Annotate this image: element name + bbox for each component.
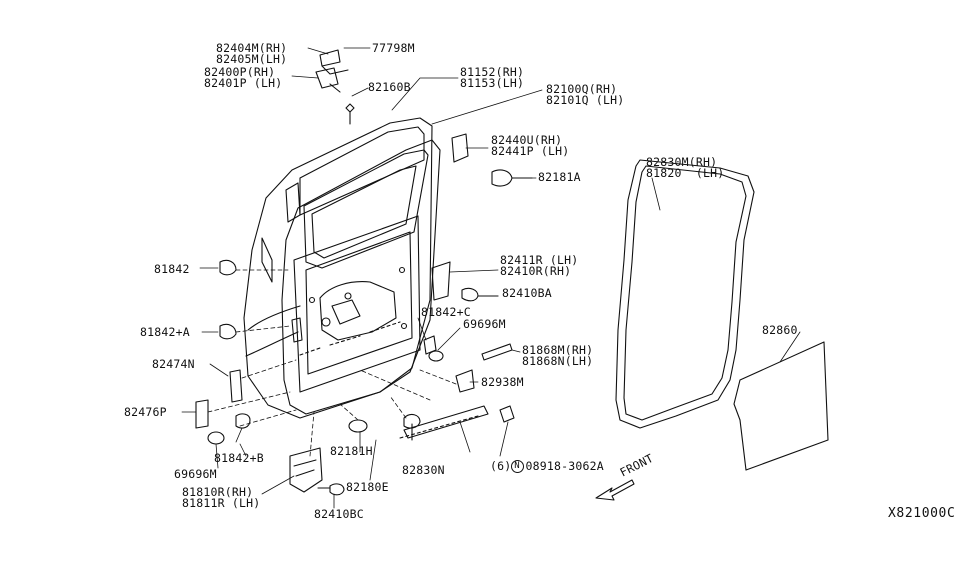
part-illustrations [195, 49, 533, 496]
label-82405m: 82405M(LH) [216, 52, 288, 66]
label-82180e: 82180E [346, 480, 389, 494]
label-82181h: 82181H [330, 444, 373, 458]
label-81868n: 81868N(LH) [522, 354, 594, 368]
label-81811r: 81811R (LH) [182, 496, 261, 510]
label-81842-a: 81842+A [140, 325, 190, 339]
door-inner-frame-illustration [281, 139, 441, 415]
label-81842-b: 81842+B [214, 451, 264, 465]
label-82830n: 82830N [402, 463, 445, 477]
label-81868m: 81868M(RH) [522, 343, 594, 357]
label-82410bc: 82410BC [314, 507, 364, 521]
diagram-id: X821000C [888, 506, 956, 521]
label-82101q: 82101Q (LH) [546, 93, 625, 107]
label-81842-c: 81842+C [421, 305, 471, 319]
label-08918-quantity: (6) [490, 459, 512, 473]
label-82181a: 82181A [538, 170, 581, 184]
door-outer-panel-illustration [243, 117, 433, 419]
label-82474n: 82474N [152, 357, 195, 371]
leader-lines [181, 47, 801, 509]
label-82404m: 82404M(RH) [216, 41, 288, 55]
label-82441p: 82441P (LH) [491, 144, 570, 158]
label-82860: 82860 [762, 323, 798, 337]
label-08918-code: 08918-3062A [525, 459, 604, 473]
front-arrow-icon [595, 479, 635, 501]
label-69696m-lower: 69696M [174, 467, 217, 481]
label-81820: 81820 (LH) [646, 166, 725, 180]
weatherstrip-illustration [615, 159, 755, 429]
label-82400p: 82400P(RH) [204, 65, 276, 79]
trim-board-illustration [733, 341, 829, 471]
label-82440u: 82440U(RH) [491, 133, 563, 147]
label-82411r: 82411R (LH) [500, 253, 579, 267]
label-81810r: 81810R(RH) [182, 485, 254, 499]
label-82401p: 82401P (LH) [204, 76, 283, 90]
label-82160b: 82160B [368, 80, 411, 94]
label-82410ba: 82410BA [502, 286, 552, 300]
label-81152: 81152(RH) [460, 65, 525, 79]
label-77798m: 77798M [372, 41, 415, 55]
label-82938m: 82938M [481, 375, 524, 389]
label-82476p: 82476P [124, 405, 167, 419]
label-82100q: 82100Q(RH) [546, 82, 618, 96]
label-82410r: 82410R(RH) [500, 264, 572, 278]
circled-letter-n-icon: N [510, 460, 524, 473]
label-81153: 81153(LH) [460, 76, 525, 90]
label-69696m-upper: 69696M [463, 317, 506, 331]
label-82830m: 82830M(RH) [646, 155, 718, 169]
label-81842: 81842 [154, 262, 190, 276]
